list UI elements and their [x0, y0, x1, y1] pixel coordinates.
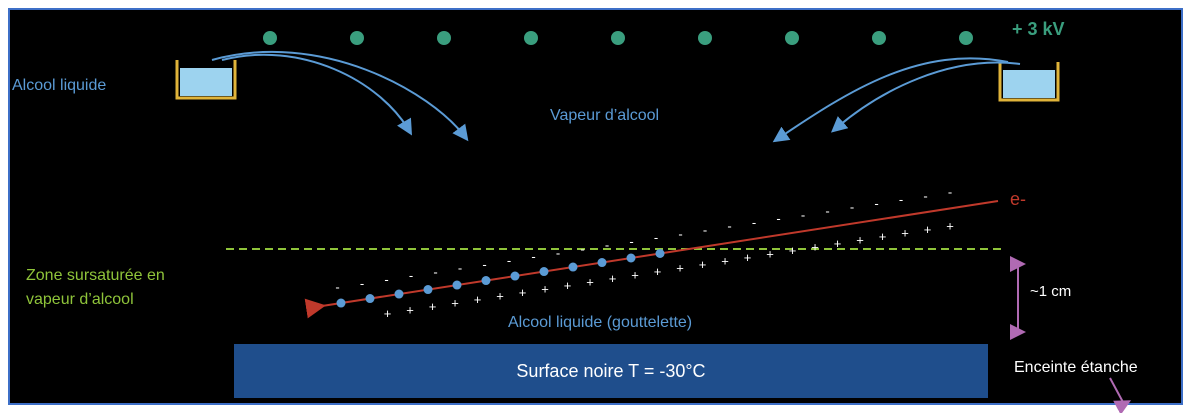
right-reservoir-liquid [1003, 70, 1055, 98]
vapour-arrow-left-1 [221, 53, 413, 136]
droplet [365, 294, 375, 304]
positive-ion: + [811, 239, 819, 254]
positive-ion: + [924, 222, 932, 237]
vapour-arrow-right-2 [830, 61, 1021, 133]
droplet [655, 249, 665, 258]
positive-ion: + [586, 274, 594, 289]
droplet [423, 285, 433, 295]
negative-ion: - [580, 242, 584, 257]
negative-ion: - [923, 188, 927, 203]
left-reservoir-container [175, 60, 237, 100]
negative-ion: - [433, 264, 437, 279]
negative-ion: - [335, 280, 339, 295]
vapour-arrow-left-2 [211, 51, 469, 142]
electrode-dot [350, 31, 364, 45]
electrode-dot [524, 31, 538, 45]
positive-ion: + [834, 236, 842, 251]
positive-ion: + [631, 267, 639, 282]
enclosure-pointer [1109, 377, 1132, 413]
left-reservoir-liquid [180, 68, 232, 96]
electrode-dot [611, 31, 625, 45]
negative-ion: - [482, 257, 486, 272]
positive-ion: + [609, 271, 617, 286]
supersaturated-zone-label-line1: Zone sursaturée en [26, 267, 165, 284]
negative-ion: - [801, 207, 805, 222]
positive-ion: + [541, 281, 549, 296]
electron-label: e- [1010, 189, 1027, 209]
droplet [394, 289, 404, 299]
vapour-label: Vapeur d’alcool [550, 107, 660, 124]
positive-ion: + [451, 295, 459, 310]
droplet [568, 262, 578, 272]
left-reservoir [175, 60, 237, 100]
ion-track-marks: - - - - - - - - - - - - - - - - - - - - - - - - - - + + + + + + + + + + + + + +… [335, 184, 953, 320]
droplet-label: Alcool liquide (gouttelette) [508, 314, 693, 331]
enclosure-label: Enceinte étanche [1014, 359, 1138, 376]
positive-ion: + [744, 250, 752, 265]
droplet [452, 280, 462, 290]
negative-ion: - [360, 276, 364, 291]
positive-ion: + [856, 232, 864, 247]
vapour-arrow-right-1 [772, 57, 1009, 143]
droplet [539, 267, 549, 277]
negative-ion: - [507, 253, 511, 268]
distance-label: ~1 cm [1030, 283, 1072, 300]
negative-ion: - [384, 272, 388, 287]
surface-label: Surface noire T = -30°C [516, 360, 706, 381]
negative-ion: - [654, 230, 658, 245]
electrode-dot [437, 31, 451, 45]
negative-ion: - [899, 192, 903, 207]
negative-ion: - [409, 268, 413, 283]
droplet [336, 298, 346, 308]
positive-ion: + [384, 306, 392, 321]
negative-ion: - [752, 215, 756, 230]
droplet [510, 271, 520, 281]
negative-ion: - [948, 184, 952, 199]
negative-ion: - [825, 203, 829, 218]
electrode-dot [959, 31, 973, 45]
cold-black-surface: Surface noire T = -30°C [234, 344, 988, 398]
right-reservoir [998, 62, 1060, 102]
negative-ion: - [678, 226, 682, 241]
positive-ion: + [879, 229, 887, 244]
positive-ion: + [429, 299, 437, 314]
positive-ion: + [406, 302, 414, 317]
supersaturated-zone-label-line2: vapeur d’alcool [26, 291, 134, 308]
positive-ion: + [946, 218, 954, 233]
positive-ion: + [766, 246, 774, 261]
positive-ion: + [676, 260, 684, 275]
negative-ion: - [727, 219, 731, 234]
negative-ion: - [556, 245, 560, 260]
negative-ion: - [629, 234, 633, 249]
droplet [597, 258, 607, 268]
positive-ion: + [721, 253, 729, 268]
droplet [481, 276, 491, 286]
positive-ion: + [699, 257, 707, 272]
electrode-dot [698, 31, 712, 45]
droplet [626, 253, 636, 263]
positive-ion: + [901, 225, 909, 240]
negative-ion: - [605, 238, 609, 253]
right-reservoir-container [998, 62, 1060, 102]
negative-ion: - [458, 261, 462, 276]
positive-ion: + [654, 264, 662, 279]
electrode-dots [263, 31, 973, 45]
electrode-dot [872, 31, 886, 45]
positive-ion: + [519, 285, 527, 300]
electrode-dot [263, 31, 277, 45]
negative-ion: - [850, 200, 854, 215]
negative-ion: - [874, 196, 878, 211]
positive-ion: + [789, 243, 797, 258]
positive-ion: + [564, 278, 572, 293]
negative-ion: - [531, 249, 535, 264]
positive-ion: + [474, 292, 482, 307]
positive-ion: + [496, 288, 504, 303]
electrode-dot [785, 31, 799, 45]
negative-ion: - [776, 211, 780, 226]
liquid-alcohol-label: Alcool liquide [12, 77, 107, 94]
negative-ion: - [703, 223, 707, 238]
voltage-label: + 3 kV [1012, 19, 1065, 39]
